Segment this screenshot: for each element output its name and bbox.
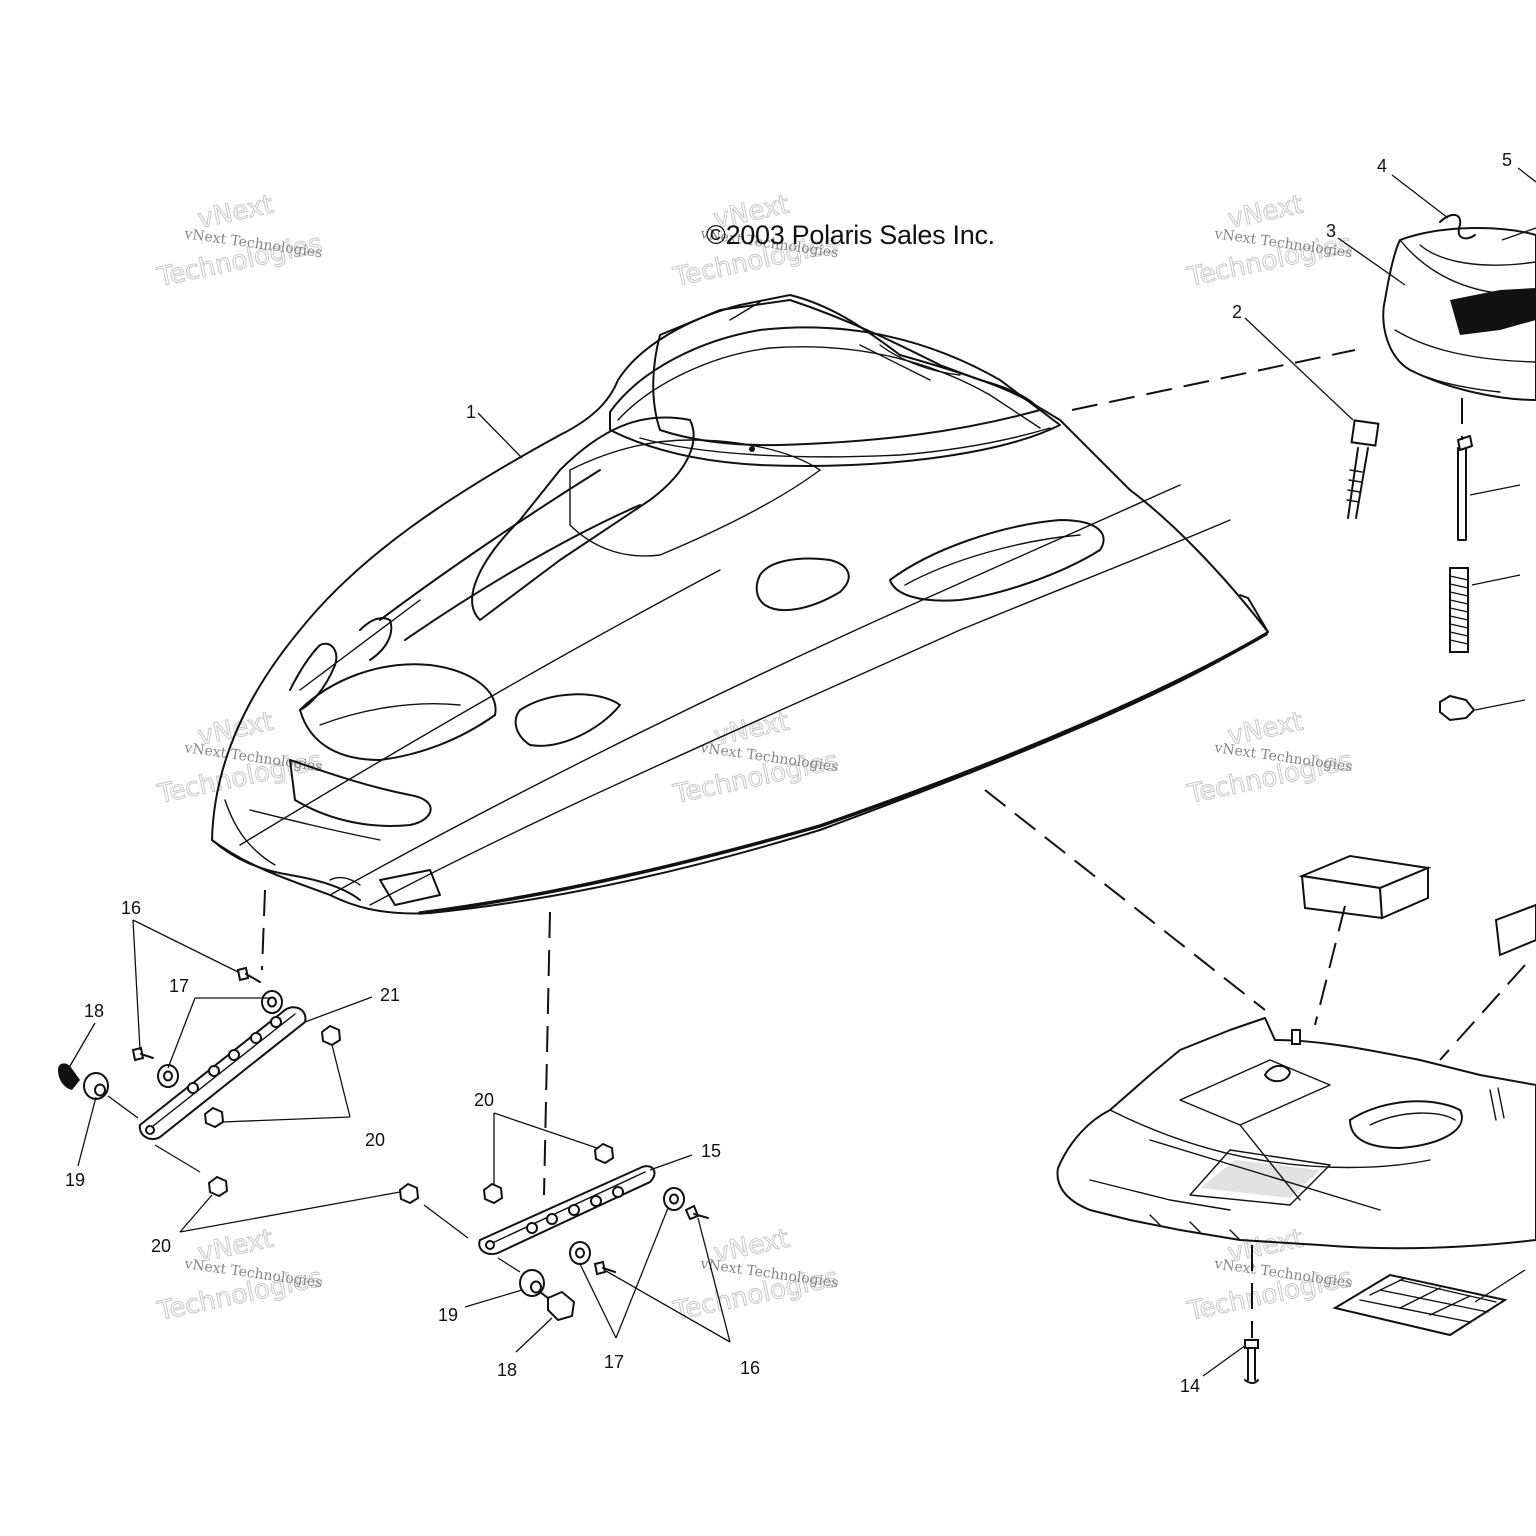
- assembly-dashed-lines: [261, 349, 1526, 1338]
- pod-clip-part-4: [1419, 213, 1536, 266]
- nut-part-20: [593, 1142, 615, 1165]
- washer-part-17: [663, 1187, 685, 1211]
- washer-part-17: [569, 1241, 591, 1265]
- callout-17-right: 17: [604, 1352, 624, 1372]
- callout-18-left: 18: [84, 1001, 104, 1021]
- screw-part-14: [1244, 1339, 1259, 1384]
- callout-1: 1: [466, 402, 476, 422]
- callout-20-bracket-right: 20: [474, 1090, 494, 1110]
- fastener-alignment-lines: [107, 1095, 521, 1273]
- knob-part: [1439, 694, 1476, 722]
- nut-part-20: [398, 1182, 420, 1205]
- watermark-middle-right: vNext Technologies vNext Technologies: [1184, 706, 1356, 810]
- callout-14: 14: [1180, 1376, 1200, 1396]
- bolt-part-16: [131, 1046, 154, 1062]
- foam-block-left: [1298, 854, 1432, 920]
- callout-20-bracket-left: 20: [365, 1130, 385, 1150]
- connector-part-2: [1346, 419, 1380, 519]
- watermark-bottom-left: vNext Technologies vNext Technologies: [154, 1223, 326, 1327]
- pivot-bolt-part-18: [539, 1290, 576, 1322]
- copyright-notice: ©2003 Polaris Sales Inc.: [706, 220, 995, 250]
- bushing-part-19: [83, 1072, 109, 1100]
- watermark-middle-center: vNext Technologies vNext Technologies: [670, 706, 842, 810]
- callout-15: 15: [701, 1141, 721, 1161]
- callout-labels: 1 2 3 4 5 14 15 16 16 17 17 18 18 19 19 …: [65, 150, 1512, 1396]
- watermark-big-1: vNext: [195, 190, 276, 235]
- pin-part: [1457, 435, 1473, 541]
- pivot-bolt-part-18: [58, 1063, 80, 1090]
- callout-16-right: 16: [740, 1358, 760, 1378]
- washer-part-17: [261, 990, 283, 1014]
- bolt-part-16: [684, 1204, 709, 1221]
- callout-4: 4: [1377, 156, 1387, 176]
- nut-part-20: [207, 1175, 229, 1198]
- nut-part-20: [482, 1182, 504, 1205]
- callout-2: 2: [1232, 302, 1242, 322]
- callout-3: 3: [1326, 221, 1336, 241]
- callout-16-left: 16: [121, 898, 141, 918]
- gauge-pod-part-3: [1382, 227, 1536, 401]
- hood-fastener-dot: [749, 446, 755, 452]
- bolt-part-16: [236, 966, 261, 983]
- lower-tray: [1056, 1017, 1536, 1250]
- watermark-big-1: vNext: [1225, 190, 1306, 235]
- nut-part-20: [320, 1024, 342, 1047]
- watermark-bottom-center: vNext Technologies vNext Technologies: [670, 1223, 842, 1327]
- nut-part-20: [203, 1106, 225, 1129]
- callout-21: 21: [380, 985, 400, 1005]
- watermark-top-left: vNext Technologies vNext Technologies: [154, 189, 326, 293]
- watermark-bottom-right: vNext Technologies vNext Technologies: [1184, 1223, 1356, 1327]
- callout-18-right: 18: [497, 1360, 517, 1380]
- bushing-part-19: [519, 1269, 545, 1297]
- spring-part: [1449, 567, 1469, 653]
- leader-lines: [69, 167, 1536, 1377]
- callout-19-right: 19: [438, 1305, 458, 1325]
- callout-17-left: 17: [169, 976, 189, 996]
- callout-5: 5: [1502, 150, 1512, 170]
- bolt-part-16: [593, 1260, 616, 1276]
- vent-grate: [1332, 1273, 1508, 1337]
- callout-20-lower-left: 20: [151, 1236, 171, 1256]
- callout-19-left: 19: [65, 1170, 85, 1190]
- hood-part-1: [211, 294, 1269, 915]
- bracket-part-15: [478, 1165, 656, 1256]
- foam-block-right: [1494, 903, 1536, 957]
- watermark-top-right: vNext Technologies vNext Technologies: [1184, 189, 1356, 293]
- washer-part-17: [157, 1064, 179, 1088]
